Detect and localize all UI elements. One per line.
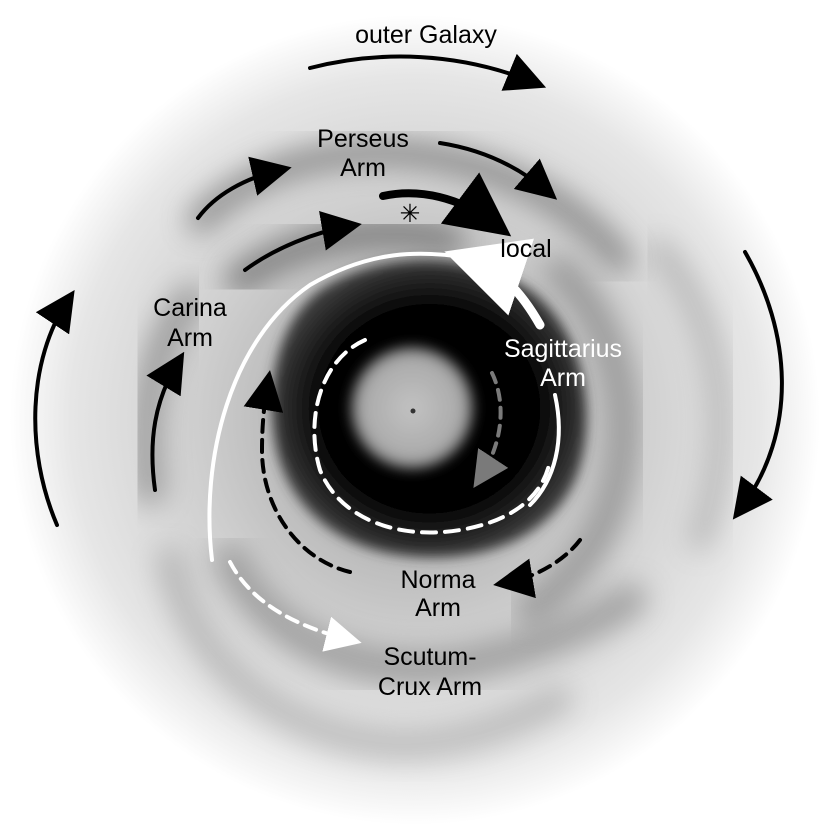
- carina-arrow-upper: [243, 211, 362, 272]
- label-perseus-line2: Arm: [340, 154, 386, 182]
- perseus-arrow-right: [438, 141, 558, 200]
- galactic-center-dot: [410, 408, 416, 414]
- scutum-crux-arrow: [228, 560, 362, 652]
- label-outer-galaxy: outer Galaxy: [355, 21, 497, 49]
- label-perseus-line1: Perseus: [317, 125, 409, 153]
- norma-arrow-left: [243, 370, 352, 574]
- carina-arrow-lower: [146, 351, 185, 492]
- local-arm-arrow: [379, 172, 512, 237]
- label-norma-line1: Norma: [400, 566, 475, 594]
- label-scutum-line2: Crux Arm: [378, 673, 482, 701]
- outer-galaxy-arrow: [308, 53, 547, 91]
- label-carina-line2: Arm: [167, 324, 213, 352]
- sagittarius-lower-line: [528, 393, 561, 507]
- label-scutum-line1: Scutum-: [383, 643, 476, 671]
- sagittarius-arrow-head: [444, 238, 545, 330]
- label-norma-line2: Arm: [415, 594, 461, 622]
- label-sagittarius-line2: Arm: [540, 364, 586, 392]
- perseus-arrow-left: [196, 156, 292, 220]
- label-sagittarius-line1: Sagittarius: [504, 335, 622, 363]
- inner-gray-arrow: [473, 371, 509, 489]
- central-bulge: [350, 346, 474, 470]
- left-rotation-arrow: [33, 290, 75, 527]
- norma-arrow-right: [493, 538, 582, 599]
- inner-dashed-loop: [312, 338, 552, 535]
- label-local: local: [500, 235, 551, 263]
- right-rotation-arrow: [732, 250, 784, 520]
- sun-marker-icon: ✳: [400, 200, 421, 228]
- label-carina-line1: Carina: [153, 294, 227, 322]
- sagittarius-arm-line: [207, 251, 472, 562]
